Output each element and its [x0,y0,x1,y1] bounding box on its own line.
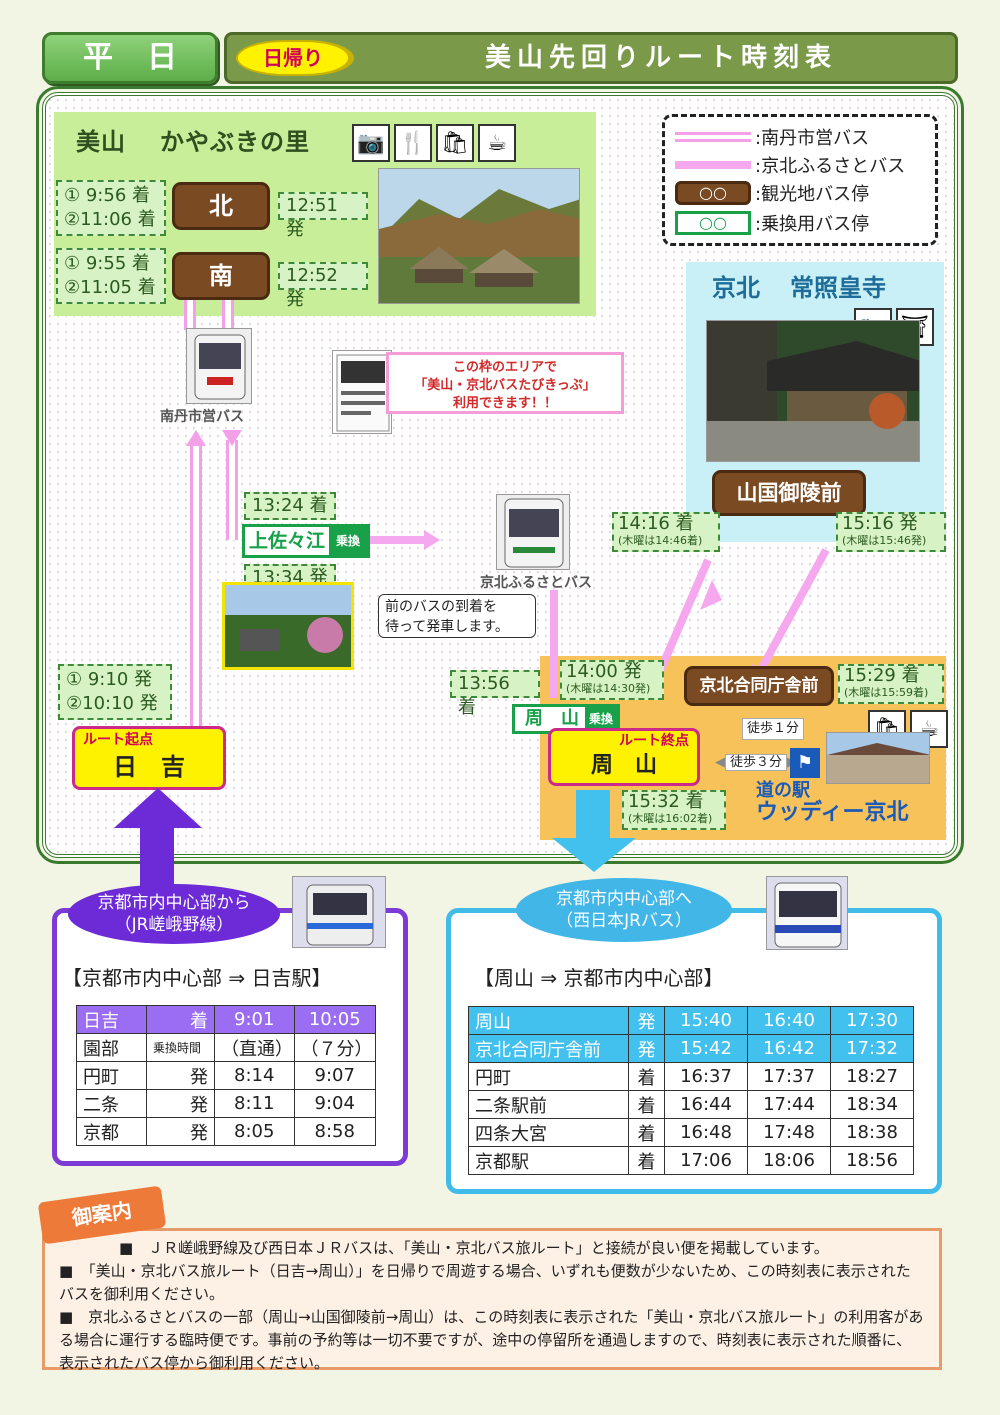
wood-keihoku-photo [826,732,930,784]
kamisazue-photo [222,582,354,670]
godo-arrival: 15:29 着(木曜は15:59着) [838,664,944,704]
from-kyoto-badge: 京都市内中心部から（JR嵯峨野線） [68,884,280,944]
weekday-label: 平日 [42,32,218,84]
restaurant-icon: 🍴 [394,124,432,162]
furusato-bus-label: 京北ふるさとバス [480,575,592,591]
guide-notes: ■ ＪＲ嵯峨野線及び西日本ＪＲバスは、「美山・京北バス旅ルート」と接続が良い便を… [42,1228,942,1372]
route-end-label: ルート終点 [619,733,689,749]
day-trip-badge: 日帰り [236,40,354,76]
minami-departure: 12:52 発 [278,262,368,310]
furusato-line-swatch [675,161,751,169]
shopping-icon: 🛍 [436,124,474,162]
walk-3min-arrow: ◀徒歩３分▶ [706,752,806,774]
walk-1min-label: 徒歩１分 [742,718,804,740]
camera-icon: 📷 [352,124,390,162]
yamaguni-arrival: 14:16 着(木曜は14:46着) [612,512,720,552]
arrow-up-icon [114,788,202,828]
to-kyoto-badge: 京都市内中心部へ（西日本JRバス） [516,878,732,942]
to-kyoto-title: 【周山 ⇒ 京都市内中心部】 [474,966,724,990]
kayabuki-photo [378,168,580,304]
legend-tourist-stop: :観光地バス停 [755,184,870,205]
legend-nantan: :南丹市営バス [755,128,870,149]
jr-bus-photo [766,876,848,950]
nantan-line-swatch [675,132,751,142]
guide-note-3: ■ 京北ふるさとバスの一部（周山→山国御陵前→周山）は、この時刻表に表示された「… [59,1308,924,1372]
arrow-down-icon [552,838,636,872]
cafe-icon: ☕ [478,124,516,162]
shuzan-name: 周 山 [590,753,657,778]
kamisazue-arrival: 13:24 着 [244,492,336,520]
jr-train-photo [292,876,386,948]
tourist-stop-swatch: ○○ [675,181,751,205]
kita-departure: 12:51 発 [278,192,368,240]
shuzan-arrival: 13:56 着 [450,670,540,718]
jyoshokoji-photo [706,320,920,462]
nantan-bus-photo [186,328,252,404]
miyama-title: 美山かやぶきの里 [76,128,310,156]
transfer-stop-swatch: ○○ [675,211,751,235]
stop-yamaguni-goryomae[interactable]: 山国御陵前 [712,470,866,516]
stop-minami[interactable]: 南 [172,252,270,300]
legend-furusato: :京北ふるさとバス [755,156,906,177]
hiyoshi-name: 日 吉 [113,753,185,781]
ticket-image [332,350,392,434]
stop-keihoku-godo[interactable]: 京北合同庁舎前 [684,666,834,706]
nantan-line-top-2 [222,300,234,330]
shuzan-departure: 14:00 発(木曜は14:30発) [560,660,664,700]
page-title: 美山先回りルート時刻表 [224,32,958,84]
yamaguni-departure: 15:16 発(木曜は15:46発) [836,512,946,552]
arrow-down-icon [222,430,242,446]
stop-kita[interactable]: 北 [172,182,270,230]
arrow-right-icon [424,530,440,550]
arrow-down-shaft [576,790,610,840]
ticket-area-note: この枠のエリアで「美山・京北バスたびきっぷ」利用できます！！ [386,352,624,414]
stop-kamisazue[interactable]: 上佐々江乗換 [242,524,370,558]
miyama-icons: 📷 🍴 🛍 ☕ [352,124,516,162]
from-kyoto-title: 【京都市内中心部 ⇒ 日吉駅】 [62,966,332,990]
nantan-line-down [226,440,238,540]
arrow-up-shaft [140,820,174,890]
keihoku-title: 京北常照皇寺 [712,274,886,302]
transfer-tag: 乗換 [585,707,617,731]
nantan-bus-label: 南丹市営バス [160,409,244,425]
wood-keihoku-name: 道の駅ウッディー京北 [756,780,909,825]
furusato-bus-photo [496,494,570,570]
transfer-tag: 乗換 [329,527,367,555]
guide-note-2: ■ 「美山・京北バス旅ルート（日吉→周山）」を日帰りで周遊する場合、いずれも便数… [59,1262,911,1303]
wait-note-bubble: 前のバスの到着を待って発車します。 [378,594,536,638]
furusato-line-h [368,536,426,544]
nantan-line-top [184,300,196,330]
legend-transfer-stop: :乗換用バス停 [755,214,870,235]
roadside-station-icon: ⚑ [790,748,820,778]
map-legend: :南丹市営バス :京北ふるさとバス ○○:観光地バス停 ○○:乗換用バス停 [662,114,938,246]
stop-shuzan[interactable]: ルート終点 周 山 [548,728,700,786]
table-row: 園部乗換時間（直通）（７分） [76,1033,376,1062]
arrow-up-icon [186,430,206,446]
furusato-line-v [550,590,558,698]
route-start-label: ルート起点 [83,732,153,748]
nantan-line-up [190,440,202,730]
stop-hiyoshi[interactable]: ルート起点 日 吉 [72,726,226,790]
guide-note-1: ■ ＪＲ嵯峨野線及び西日本ＪＲバスは、「美山・京北バス旅ルート」と接続が良い便を… [119,1239,829,1257]
shuzan-end-arrival: 15:32 着(木曜は16:02着) [622,790,726,830]
